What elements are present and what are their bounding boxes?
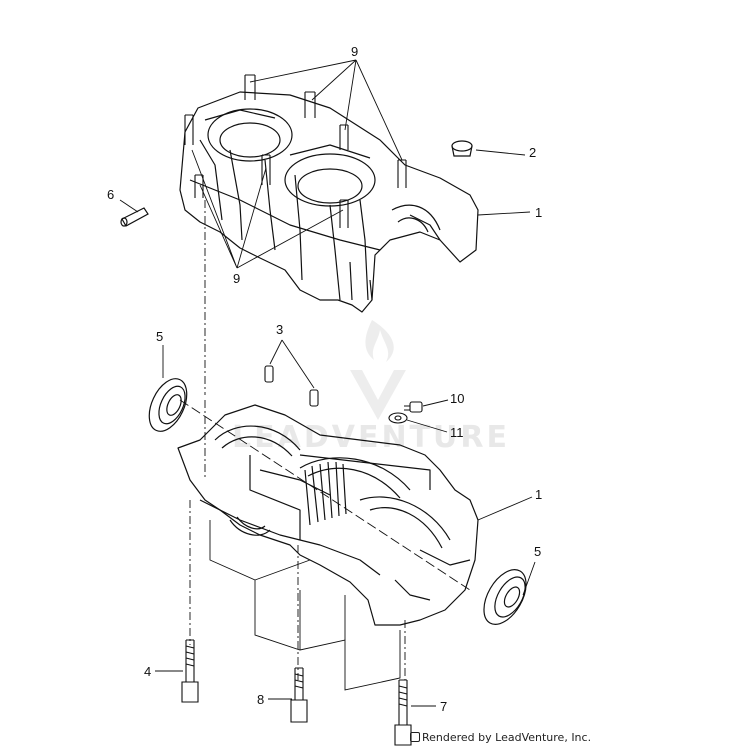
callout-10: 10 — [450, 391, 464, 406]
callout-8: 8 — [257, 692, 264, 707]
callout-9-top: 9 — [351, 44, 358, 59]
alignment-lines — [179, 200, 471, 691]
part-7-bolt — [394, 679, 412, 746]
callouts: 9 2 1 6 9 3 5 10 11 1 5 4 8 7 — [107, 44, 542, 714]
callout-1-top: 1 — [535, 205, 542, 220]
callout-9-bottom: 9 — [233, 271, 240, 286]
callout-2: 2 — [529, 145, 536, 160]
part-5-seal-left — [148, 378, 188, 432]
part-6-pin — [120, 207, 149, 227]
part-5-seal-right — [483, 569, 527, 625]
callout-3: 3 — [276, 322, 283, 337]
part-10-bolt — [404, 401, 423, 413]
part-3-dowels — [264, 365, 319, 407]
callout-1-bottom: 1 — [535, 487, 542, 502]
callout-7: 7 — [440, 699, 447, 714]
upper-crankcase — [179, 74, 479, 313]
part-2-plug — [451, 140, 473, 157]
leadventure-logo-icon — [410, 732, 420, 742]
credit-line: Rendered by LeadVenture, Inc. — [410, 731, 591, 744]
callout-4: 4 — [144, 664, 151, 679]
leader-lines — [119, 59, 536, 707]
part-11-washer — [388, 412, 408, 424]
part-4-bolt — [181, 639, 199, 703]
callout-5-left: 5 — [156, 329, 163, 344]
credit-text: Rendered by LeadVenture, Inc. — [422, 731, 592, 744]
callout-5-right: 5 — [534, 544, 541, 559]
callout-6: 6 — [107, 187, 114, 202]
lower-crankcase — [177, 404, 479, 626]
watermark-text: LEADVENTURE — [232, 420, 510, 455]
callout-11: 11 — [450, 425, 464, 440]
watermark-logo: LEADVENTURE — [232, 320, 510, 455]
part-8-bolt — [290, 667, 308, 723]
